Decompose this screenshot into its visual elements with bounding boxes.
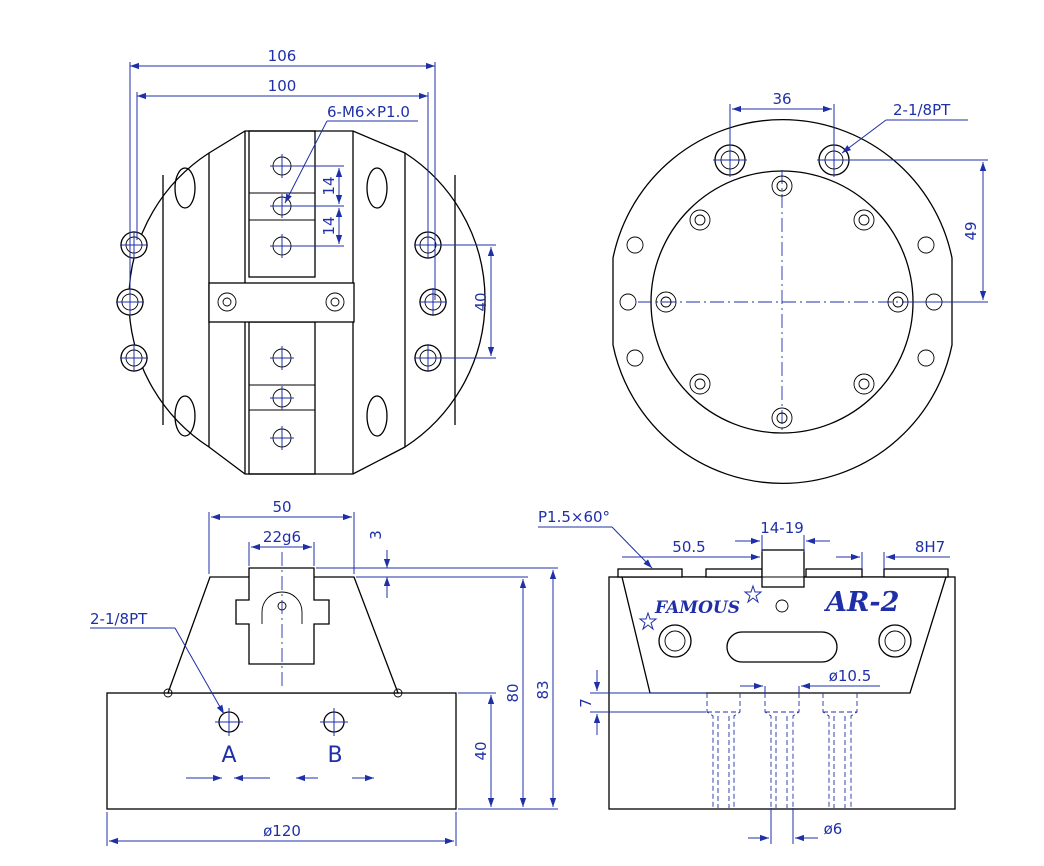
dim-pitch-b-text: 14 bbox=[320, 216, 338, 235]
dim-body-height-text: 80 bbox=[504, 683, 522, 702]
port-a-label: A bbox=[221, 743, 236, 768]
crossbar bbox=[208, 282, 355, 323]
side-view: FAMOUS AR-2 P1.5× bbox=[538, 508, 956, 844]
top-left-view: 106 100 6-M6×P1.0 14 14 40 bbox=[115, 47, 496, 475]
dim-base-height-text: 40 bbox=[472, 741, 490, 760]
front-view: A B 50 22g6 3 83 80 40 bbox=[90, 498, 558, 846]
plate-outline bbox=[612, 118, 953, 485]
upper-jaw bbox=[248, 130, 316, 278]
dim-diameter-text: ø120 bbox=[263, 822, 301, 840]
center-slot bbox=[726, 631, 838, 663]
dim-hole-vertical-text: 40 bbox=[472, 292, 490, 311]
dim-pitch-a-text: 14 bbox=[320, 176, 338, 195]
jaw-profile bbox=[235, 567, 330, 665]
dim-port-offset-text: 49 bbox=[962, 221, 980, 240]
dim-step-text: 3 bbox=[367, 530, 385, 540]
dim-side-step-text: 7 bbox=[577, 698, 595, 708]
dim-slot-text: ø10.5 bbox=[829, 667, 872, 685]
dim-port-spacing-text: 36 bbox=[772, 90, 791, 108]
dim-stroke-text: 14-19 bbox=[760, 519, 804, 537]
dim-pin-text: ø6 bbox=[824, 820, 843, 838]
brand-text: FAMOUS bbox=[654, 598, 740, 618]
front-port-callout-text: 2-1/8PT bbox=[90, 610, 148, 628]
top-right-view: 36 2-1/8PT 49 bbox=[612, 90, 988, 485]
port-b-label: B bbox=[327, 743, 342, 768]
hidden-pins bbox=[706, 693, 858, 808]
thread-callout-text: 6-M6×P1.0 bbox=[327, 103, 410, 121]
port-callout-text: 2-1/8PT bbox=[893, 101, 951, 119]
base-block bbox=[106, 692, 457, 810]
serration-callout-text: P1.5×60° bbox=[538, 508, 610, 526]
dim-overall-text: 106 bbox=[268, 47, 297, 65]
dim-total-height-text: 83 bbox=[534, 680, 552, 699]
dim-fit-text: 22g6 bbox=[263, 528, 301, 546]
dim-jaw-width-text: 50 bbox=[272, 498, 291, 516]
dim-key-text: 8H7 bbox=[915, 538, 945, 556]
model-text: AR-2 bbox=[823, 587, 899, 618]
dim-serration-length-text: 50.5 bbox=[672, 538, 705, 556]
dim-hole-span-text: 100 bbox=[268, 77, 297, 95]
